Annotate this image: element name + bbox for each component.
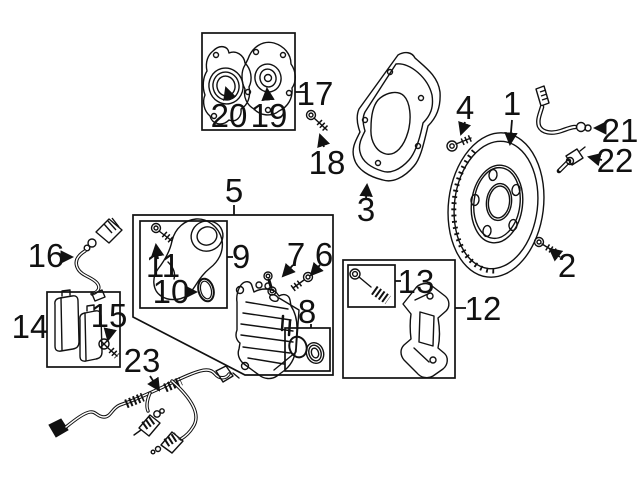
callout-19[interactable]: 19 xyxy=(251,97,288,134)
actuator-sub-box xyxy=(139,220,228,309)
wheel-hub xyxy=(241,41,296,116)
splash-shield xyxy=(352,51,441,182)
callout-5[interactable]: 5 xyxy=(225,172,243,209)
pad-wear-sensor-harness xyxy=(48,365,240,455)
hub-bolt xyxy=(305,109,330,133)
brake-pad-set xyxy=(54,289,103,362)
callout-3[interactable]: 3 xyxy=(357,191,375,228)
callout-11[interactable]: 11 xyxy=(146,247,180,284)
callout-7[interactable]: 7 xyxy=(287,236,305,273)
callout-17[interactable]: 17 xyxy=(297,75,334,112)
caliper-body xyxy=(235,281,300,380)
callout-16[interactable]: 16 xyxy=(28,237,65,274)
actuator-bolt xyxy=(150,222,175,244)
wheel-speed-sensor xyxy=(556,146,586,174)
callout-arrows xyxy=(60,86,607,392)
caliper-bracket xyxy=(400,282,450,379)
callout-13[interactable]: 13 xyxy=(398,263,435,300)
parking-brake-actuator xyxy=(153,218,224,301)
caliper-group-box xyxy=(132,214,334,376)
callout-6[interactable]: 6 xyxy=(315,236,333,273)
bracket-group-box xyxy=(342,259,456,379)
guide-pin xyxy=(349,268,391,305)
callout-21[interactable]: 21 xyxy=(602,112,639,149)
shield-bolt xyxy=(446,134,473,152)
callout-14[interactable]: 14 xyxy=(12,308,49,345)
brake-disc xyxy=(447,132,545,278)
callout-1[interactable]: 1 xyxy=(503,85,521,122)
caliper-pin xyxy=(263,271,279,303)
callout-23[interactable]: 23 xyxy=(124,342,161,379)
guide-pin-sub-box xyxy=(347,264,396,308)
callout-15[interactable]: 15 xyxy=(91,297,128,334)
callout-10[interactable]: 10 xyxy=(153,273,190,310)
callout-4[interactable]: 4 xyxy=(456,89,474,126)
o-ring xyxy=(197,277,215,303)
callout-2[interactable]: 2 xyxy=(558,247,576,284)
piston-seal-kit xyxy=(288,335,325,365)
abs-sensor xyxy=(74,217,123,302)
callout-9[interactable]: 9 xyxy=(232,238,250,275)
callout-12[interactable]: 12 xyxy=(465,290,502,327)
callout-20[interactable]: 20 xyxy=(211,97,248,134)
callout-22[interactable]: 22 xyxy=(597,142,634,179)
callout-18[interactable]: 18 xyxy=(309,144,346,181)
pads-group-box xyxy=(46,291,121,368)
seal-kit-box xyxy=(284,327,331,372)
bleeder-screw xyxy=(289,271,314,292)
callout-8[interactable]: 8 xyxy=(298,293,316,330)
brake-hose xyxy=(535,85,592,135)
